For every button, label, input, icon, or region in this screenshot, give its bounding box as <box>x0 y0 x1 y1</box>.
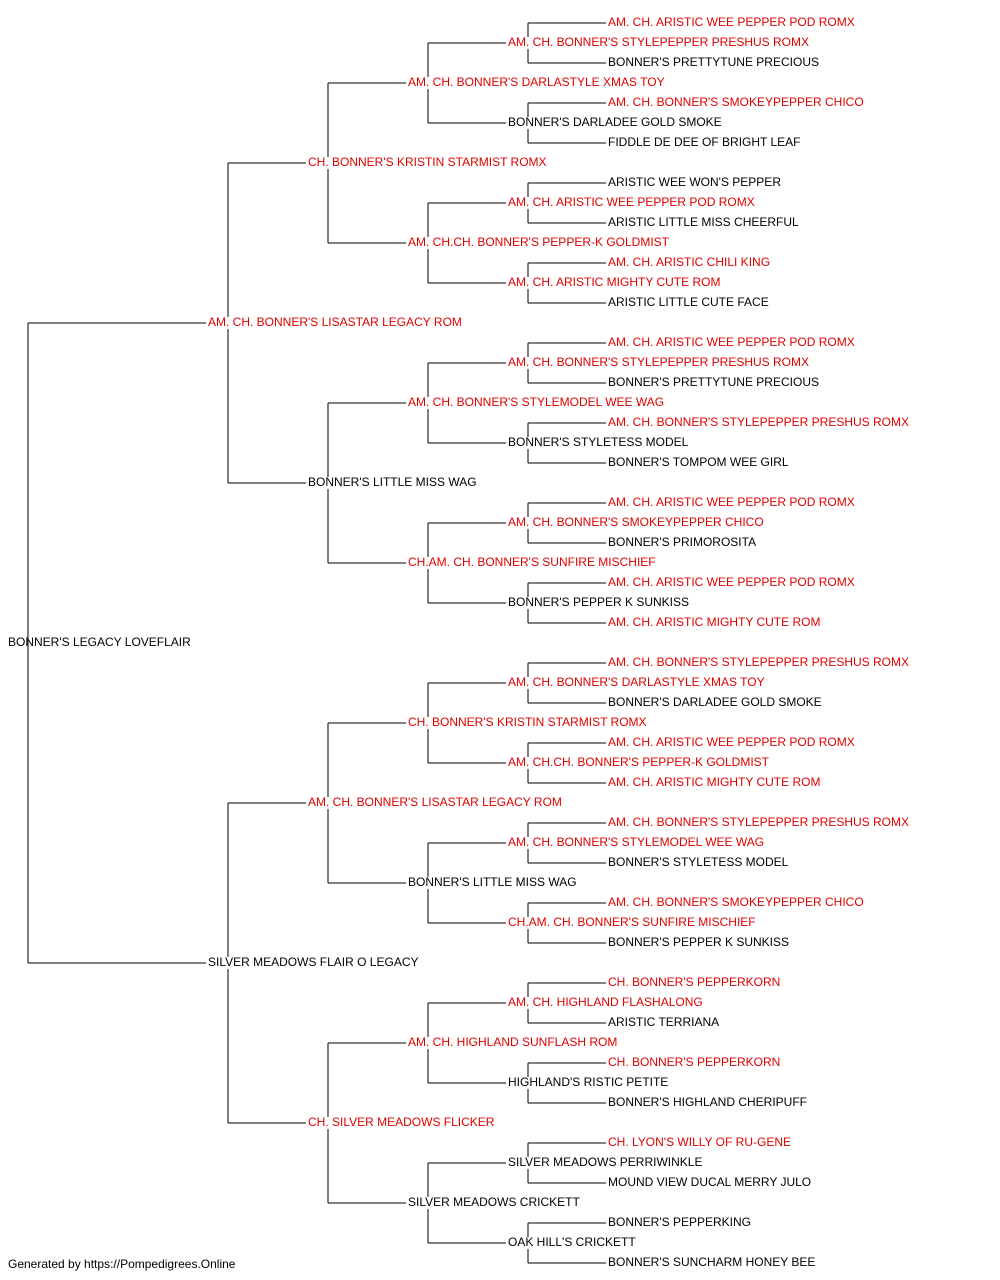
connector-lines <box>27 22 606 1264</box>
dam-name: SILVER MEADOWS CRICKETT <box>408 1195 580 1209</box>
sire-name: CH. BONNER'S PEPPERKORN <box>608 1055 780 1069</box>
dam-name: MOUND VIEW DUCAL MERRY JULO <box>608 1175 811 1189</box>
dam-name: AM. CH.CH. BONNER'S PEPPER-K GOLDMIST <box>508 755 770 769</box>
dam-name: BONNER'S SUNCHARM HONEY BEE <box>608 1255 815 1269</box>
sire-name: AM. CH. HIGHLAND FLASHALONG <box>508 995 703 1009</box>
dam-name: CH.AM. CH. BONNER'S SUNFIRE MISCHIEF <box>408 555 656 569</box>
sire-name: AM. CH. BONNER'S SMOKEYPEPPER CHICO <box>608 95 864 109</box>
sire-name: ARISTIC WEE WON'S PEPPER <box>608 175 781 189</box>
sire-name: AM. CH. ARISTIC WEE PEPPER POD ROMX <box>608 735 855 749</box>
dam-name: AM. CH. ARISTIC MIGHTY CUTE ROM <box>508 275 720 289</box>
sire-name: CH. BONNER'S KRISTIN STARMIST ROMX <box>308 155 547 169</box>
sire-name: AM. CH. BONNER'S STYLEMODEL WEE WAG <box>508 835 764 849</box>
dam-name: SILVER MEADOWS FLAIR O LEGACY <box>208 955 419 969</box>
dam-name: BONNER'S STYLETESS MODEL <box>508 435 689 449</box>
sire-name: AM. CH. BONNER'S SMOKEYPEPPER CHICO <box>608 895 864 909</box>
dam-name: BONNER'S LITTLE MISS WAG <box>408 875 577 889</box>
sire-name: CH. LYON'S WILLY OF RU-GENE <box>608 1135 791 1149</box>
dam-name: BONNER'S PEPPER K SUNKISS <box>508 595 689 609</box>
sire-name: AM. CH. ARISTIC WEE PEPPER POD ROMX <box>608 15 855 29</box>
sire-name: AM. CH. BONNER'S LISASTAR LEGACY ROM <box>308 795 562 809</box>
sire-name: AM. CH. ARISTIC WEE PEPPER POD ROMX <box>608 495 855 509</box>
dam-name: ARISTIC TERRIANA <box>608 1015 719 1029</box>
dam-name: AM. CH.CH. BONNER'S PEPPER-K GOLDMIST <box>408 235 670 249</box>
sire-name: AM. CH. ARISTIC WEE PEPPER POD ROMX <box>508 195 755 209</box>
dam-name: CH. SILVER MEADOWS FLICKER <box>308 1115 495 1129</box>
dam-name: AM. CH. ARISTIC MIGHTY CUTE ROM <box>608 615 820 629</box>
sire-name: BONNER'S PEPPERKING <box>608 1215 751 1229</box>
dam-name: BONNER'S TOMPOM WEE GIRL <box>608 455 789 469</box>
sire-name: AM. CH. BONNER'S STYLEMODEL WEE WAG <box>408 395 664 409</box>
sire-name: AM. CH. BONNER'S DARLASTYLE XMAS TOY <box>408 75 665 89</box>
sire-name: AM. CH. BONNER'S LISASTAR LEGACY ROM <box>208 315 462 329</box>
ancestor-labels: BONNER'S LEGACY LOVEFLAIR AM. CH. BONNER'… <box>8 15 909 1269</box>
dam-name: BONNER'S DARLADEE GOLD SMOKE <box>608 695 822 709</box>
dam-name: BONNER'S DARLADEE GOLD SMOKE <box>508 115 722 129</box>
dam-name: CH.AM. CH. BONNER'S SUNFIRE MISCHIEF <box>508 915 756 929</box>
dam-name: BONNER'S STYLETESS MODEL <box>608 855 789 869</box>
dam-name: ARISTIC LITTLE CUTE FACE <box>608 295 769 309</box>
dam-name: AM. CH. ARISTIC MIGHTY CUTE ROM <box>608 775 820 789</box>
sire-name: AM. CH. BONNER'S STYLEPEPPER PRESHUS ROM… <box>508 355 809 369</box>
dam-name: FIDDLE DE DEE OF BRIGHT LEAF <box>608 135 800 149</box>
generated-by-footer: Generated by https://Pompedigrees.Online <box>8 1257 236 1271</box>
sire-name: AM. CH. BONNER'S STYLEPEPPER PRESHUS ROM… <box>508 35 809 49</box>
dam-name: BONNER'S PRETTYTUNE PRECIOUS <box>608 55 819 69</box>
sire-name: AM. CH. HIGHLAND SUNFLASH ROM <box>408 1035 617 1049</box>
sire-name: SILVER MEADOWS PERRIWINKLE <box>508 1155 702 1169</box>
sire-name: AM. CH. ARISTIC CHILI KING <box>608 255 770 269</box>
sire-name: AM. CH. BONNER'S STYLEPEPPER PRESHUS ROM… <box>608 415 909 429</box>
dam-name: BONNER'S PEPPER K SUNKISS <box>608 935 789 949</box>
sire-name: AM. CH. ARISTIC WEE PEPPER POD ROMX <box>608 575 855 589</box>
subject-name: BONNER'S LEGACY LOVEFLAIR <box>8 635 191 649</box>
sire-name: AM. CH. BONNER'S SMOKEYPEPPER CHICO <box>508 515 764 529</box>
dam-name: ARISTIC LITTLE MISS CHEERFUL <box>608 215 799 229</box>
dam-name: BONNER'S PRETTYTUNE PRECIOUS <box>608 375 819 389</box>
dam-name: HIGHLAND'S RISTIC PETITE <box>508 1075 668 1089</box>
dam-name: BONNER'S PRIMOROSITA <box>608 535 756 549</box>
dam-name: BONNER'S LITTLE MISS WAG <box>308 475 477 489</box>
sire-name: CH. BONNER'S PEPPERKORN <box>608 975 780 989</box>
sire-name: AM. CH. BONNER'S DARLASTYLE XMAS TOY <box>508 675 765 689</box>
sire-name: CH. BONNER'S KRISTIN STARMIST ROMX <box>408 715 647 729</box>
sire-name: AM. CH. BONNER'S STYLEPEPPER PRESHUS ROM… <box>608 815 909 829</box>
sire-name: AM. CH. BONNER'S STYLEPEPPER PRESHUS ROM… <box>608 655 909 669</box>
dam-name: OAK HILL'S CRICKETT <box>508 1235 636 1249</box>
dam-name: BONNER'S HIGHLAND CHERIPUFF <box>608 1095 807 1109</box>
sire-name: AM. CH. ARISTIC WEE PEPPER POD ROMX <box>608 335 855 349</box>
